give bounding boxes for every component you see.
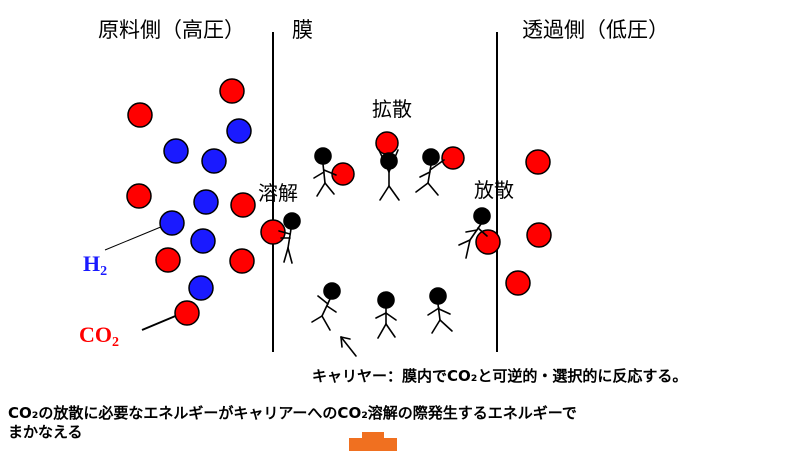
h2-molecule [190,228,216,254]
co2-molecule [526,222,552,248]
co2-molecule [230,192,256,218]
carrier-figure [278,212,301,264]
carrier-note: キャリヤー：膜内でCO₂と可逆的・選択的に反応する。 [312,367,688,385]
permeate-side-header: 透過側（低圧） [522,18,669,42]
carrier-figure [311,282,341,331]
co2-molecule [525,149,551,175]
carrier-figure [313,147,337,197]
release-label: 放散 [474,178,514,202]
h2-molecule [226,118,252,144]
carrier-figures [278,147,491,357]
bottom-note-line-2: まかなえる [8,423,83,441]
co2-molecule [475,229,501,255]
co2-molecule [155,247,181,273]
co2-molecule [505,270,531,296]
carrier-figure [415,148,445,196]
membrane-header: 膜 [292,18,313,42]
co2-molecule [229,248,255,274]
dissolution-label: 溶解 [258,181,298,205]
h2-molecule [159,210,185,236]
co2-molecule [441,146,465,170]
co2-molecule [219,78,245,104]
feed-side-molecules [126,78,256,326]
carrier-figure [458,207,491,259]
h2-molecule [193,189,219,215]
co2-molecule [174,300,200,326]
feed-side-header: 原料側（高圧） [98,18,245,42]
carrier-pointer-arrow [340,336,357,357]
carrier-figure [375,291,397,339]
h2-molecule [201,148,227,174]
diffusion-label: 拡散 [372,97,412,121]
permeate-side-molecules [505,149,552,296]
orange-block-shape [349,432,397,451]
h2-molecule [188,275,214,301]
co2-molecule [127,102,153,128]
carrier-figure [378,149,400,201]
bottom-note-line-1: CO₂の放散に必要なエネルギーがキャリアーへのCO₂溶解の際発生するエネルギーで [8,404,577,422]
h2-label: H2 [83,251,108,279]
h2-molecule [163,138,189,164]
carried-co2-molecules [260,131,501,255]
h2-leader-line [104,223,169,251]
co2-label: CO2 [79,322,119,350]
co2-molecule [126,183,152,209]
carrier-figure [427,287,453,334]
